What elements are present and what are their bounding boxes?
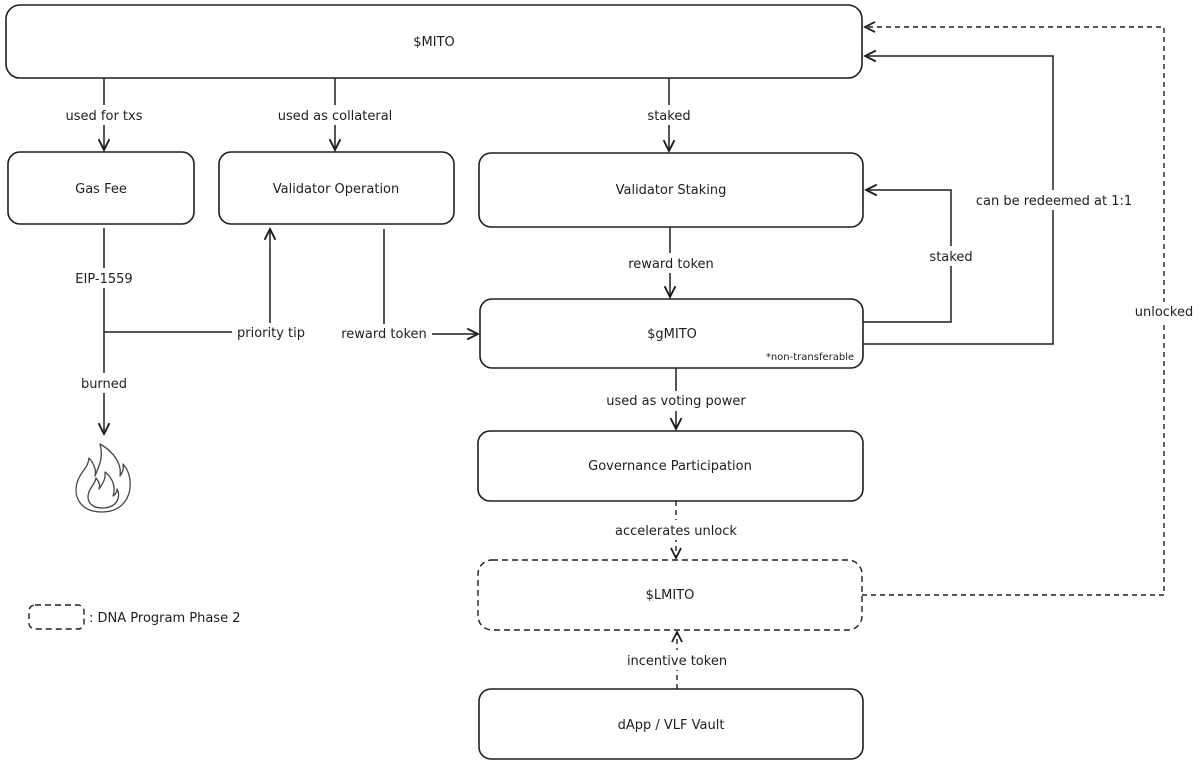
edge-label-reward-token-mid: reward token xyxy=(628,257,714,272)
edge-label-unlocked: unlocked xyxy=(1135,305,1194,320)
legend: : DNA Program Phase 2 xyxy=(28,604,240,630)
node-lmito[interactable]: $LMITO xyxy=(477,559,863,631)
node-validator-staking[interactable]: Validator Staking xyxy=(478,152,864,228)
edge-label-staked-loop: staked xyxy=(929,250,972,265)
node-gmito-label: $gMITO xyxy=(647,327,697,342)
node-validator-operation-label: Validator Operation xyxy=(273,182,400,197)
edge-label-used-for-txs: used for txs xyxy=(66,109,143,124)
node-governance-label: Governance Participation xyxy=(588,459,752,474)
edge-label-reward-token-left: reward token xyxy=(341,327,427,342)
node-gmito[interactable]: $gMITO *non-transferable xyxy=(479,298,864,369)
edge-label-burned: burned xyxy=(81,377,127,392)
edge-label-staked-top: staked xyxy=(647,109,690,124)
edge-label-incentive-token: incentive token xyxy=(627,654,727,669)
edge-label-priority-tip: priority tip xyxy=(237,326,305,341)
legend-dashed-swatch xyxy=(28,604,85,630)
edge-label-redeemed: can be redeemed at 1:1 xyxy=(976,194,1132,209)
node-mito-label: $MITO xyxy=(413,35,455,50)
edge-label-used-as-collateral: used as collateral xyxy=(278,109,393,124)
node-dapp-vault-label: dApp / VLF Vault xyxy=(618,718,725,733)
node-gas-fee[interactable]: Gas Fee xyxy=(7,151,195,225)
node-governance[interactable]: Governance Participation xyxy=(477,430,864,502)
node-dapp-vault[interactable]: dApp / VLF Vault xyxy=(478,688,864,760)
node-mito[interactable]: $MITO xyxy=(5,4,863,79)
node-gas-fee-label: Gas Fee xyxy=(75,182,127,197)
edge-label-accelerates-unlock: accelerates unlock xyxy=(615,524,737,539)
node-lmito-label: $LMITO xyxy=(646,588,695,603)
edge-validator-operation-to-gmito xyxy=(383,229,478,334)
edge-label-eip1559: EIP-1559 xyxy=(75,272,132,287)
node-gmito-note: *non-transferable xyxy=(766,352,854,363)
edge-lmito-unlocked-to-mito xyxy=(862,27,1165,596)
legend-label: : DNA Program Phase 2 xyxy=(89,611,240,626)
node-validator-operation[interactable]: Validator Operation xyxy=(218,151,455,225)
edge-label-voting-power: used as voting power xyxy=(606,394,746,409)
node-validator-staking-label: Validator Staking xyxy=(616,183,727,198)
fire-icon xyxy=(75,443,131,513)
